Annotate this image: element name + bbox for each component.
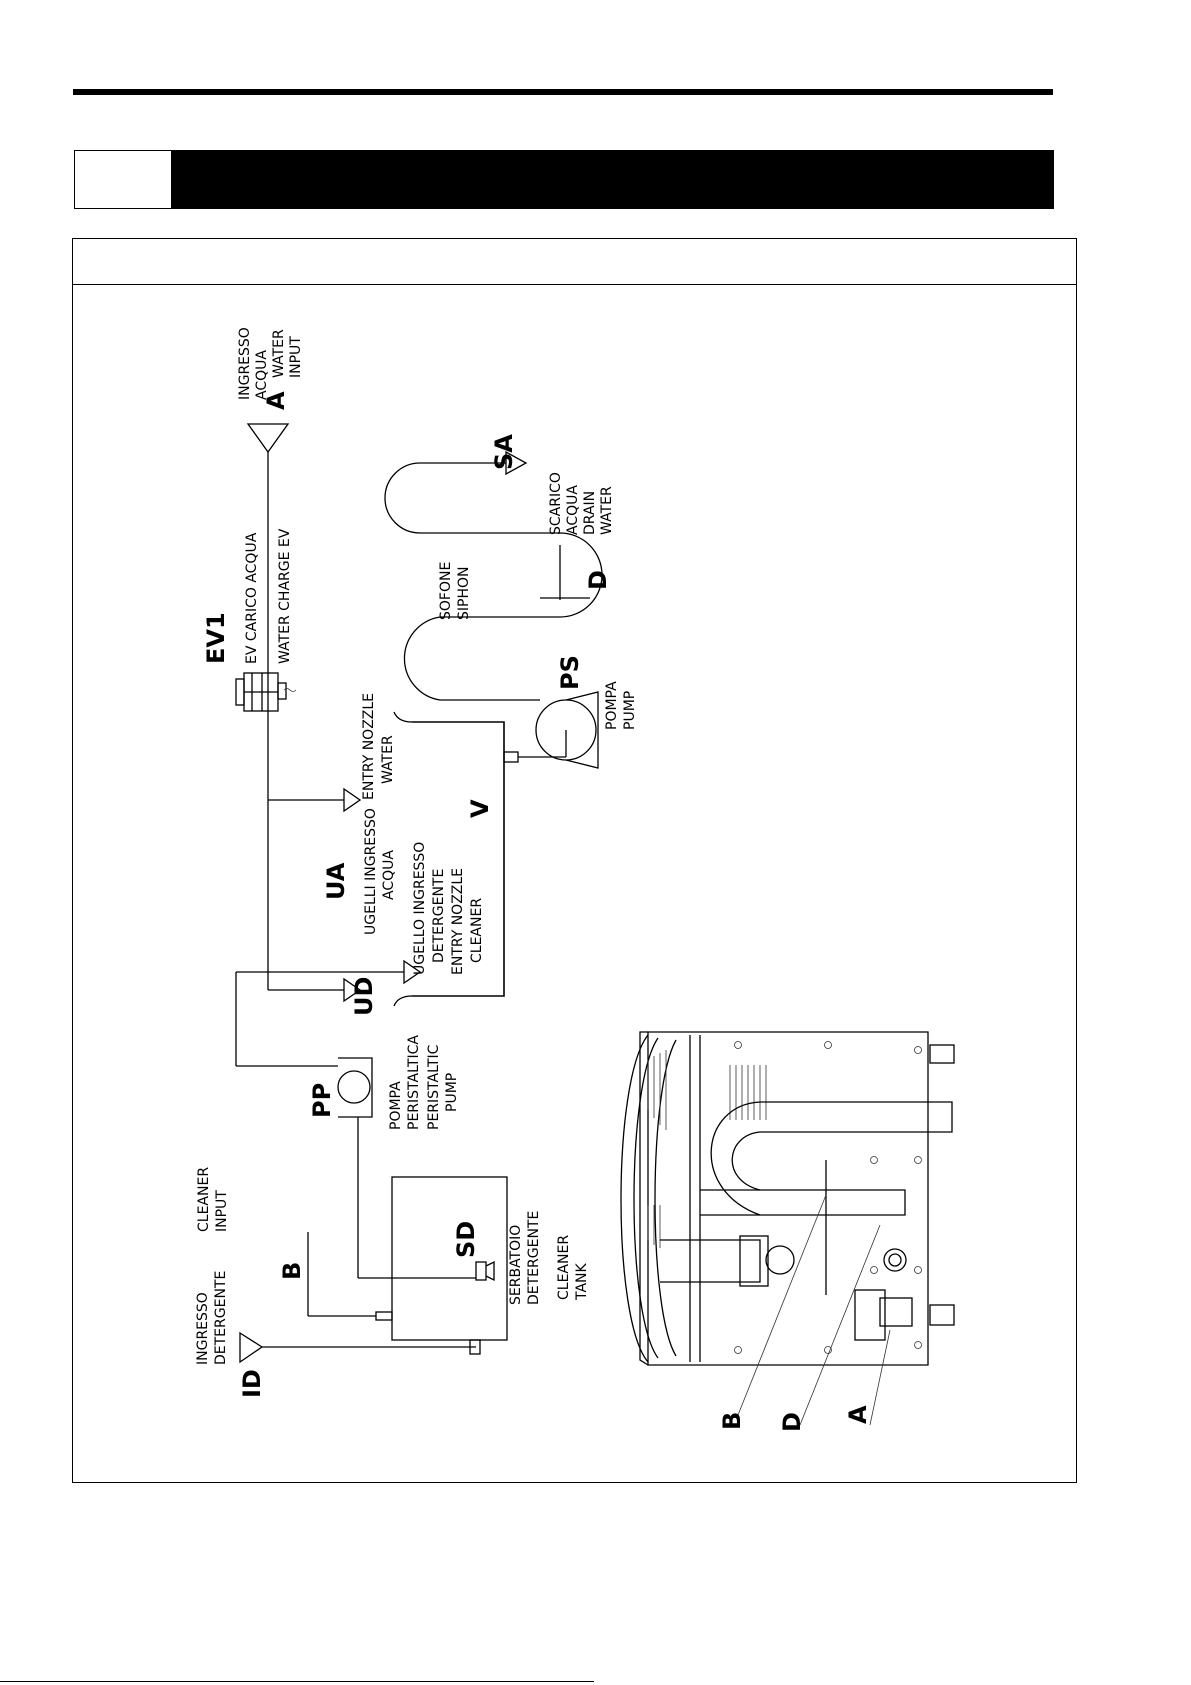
label-a-machine: A (844, 1405, 872, 1424)
siphon-hose (384, 450, 603, 701)
peristaltic-line-1: POMPA (388, 1081, 404, 1130)
pump-line-1: POMPA (604, 681, 620, 730)
top-rule (73, 89, 1053, 95)
siphon-label: SOFONE SIPHON (438, 557, 472, 620)
section-header-bar (74, 150, 1054, 209)
serbatoio-line-4: TANK (574, 1262, 590, 1301)
bottom-rule (0, 1681, 594, 1682)
entry-nozzle-water-label: ENTRY NOZZLE WATER (361, 689, 396, 800)
label-a: A (262, 391, 290, 410)
water-charge-label: WATER CHARGE EV (277, 528, 293, 664)
ugello-detergente-label: UGELLO INGRESSO DETERGENTE ENTRY NOZZLE … (412, 837, 485, 975)
cleaner-input-line-1: CLEANER (196, 1167, 212, 1232)
label-d-schematic: D (584, 570, 612, 590)
label-sd: SD (452, 1221, 480, 1258)
svg-text:UGELLI INGRESSO ACQUA: UGELLI INGRESSO ACQUA (363, 804, 397, 935)
svg-text:SERBATOIO DETERGENTE: SERBATOIO DETERGENTE CLEANER TANK (508, 1206, 590, 1305)
label-id: ID (238, 1369, 266, 1398)
water-input-line-1: INGRESSO (237, 327, 253, 400)
ingresso-det-line-2: DETERGENTE (213, 1271, 229, 1365)
detergent-line (235, 959, 422, 1067)
cleaner-input-line (307, 1232, 376, 1317)
cleaner-tank (358, 1176, 508, 1355)
ingresso-detergente-label: INGRESSO DETERGENTE (195, 1271, 229, 1365)
section-title-band (171, 151, 1053, 208)
ev-carico-label: EV CARICO ACQUA (244, 532, 260, 664)
ugello-line-1: UGELLO INGRESSO (412, 842, 428, 975)
entry-nozzle-water-line-1: ENTRY NOZZLE (361, 693, 377, 800)
label-ps: PS (556, 655, 584, 690)
siphon-line-1: SOFONE (438, 562, 454, 620)
ingresso-det-line-1: INGRESSO (195, 1292, 211, 1365)
peristaltic-line-2: PERISTALTICA (406, 1035, 422, 1130)
peristaltic-label: POMPA PERISTALTICA PERISTALTIC PUMP (388, 1031, 460, 1130)
peristaltic-line-4: PUMP (444, 1073, 460, 1112)
serbatoio-line-1: SERBATOIO (508, 1225, 524, 1305)
serbatoio-label: SERBATOIO DETERGENTE CLEANER TANK (508, 1206, 590, 1305)
svg-text:SOFONE SIPHON: SOFONE SIPHON (438, 557, 472, 620)
serbatoio-line-2: DETERGENTE (526, 1211, 542, 1305)
cleaner-input-line-2: INPUT (214, 1190, 230, 1232)
ugelli-line-1: UGELLI INGRESSO (363, 808, 379, 935)
drain-line-2: ACQUA (565, 485, 581, 535)
section-number-box (75, 151, 171, 208)
water-charge-valve (235, 672, 297, 712)
svg-text:POMPA PERISTALTICA: POMPA PERISTALTICA PERISTALTIC PUMP (388, 1031, 460, 1130)
cleaner-input-label: CLEANER INPUT (196, 1163, 230, 1233)
drain-label: SCARICO ACQUA DRAIN WATER (548, 468, 615, 535)
drain-pump (518, 691, 599, 769)
svg-text:INGRESSO ACQUA WAT: INGRESSO ACQUA WATER INPUT (237, 323, 304, 400)
label-sa: SA (490, 434, 518, 470)
label-pp: PP (308, 1083, 336, 1118)
svg-text:UGELLO INGRESSO DETERGEN: UGELLO INGRESSO DETERGENTE ENTRY NOZZLE … (412, 837, 485, 975)
svg-text:SCARICO ACQUA DRAI: SCARICO ACQUA DRAIN WATER (548, 468, 615, 535)
label-ev1: EV1 (202, 612, 230, 664)
figure-caption-row (73, 239, 1076, 285)
machine-rear-view (620, 1031, 955, 1426)
water-input-line-4: INPUT (288, 336, 304, 378)
serbatoio-line-3: CLEANER (556, 1235, 572, 1300)
label-ud: UD (350, 977, 378, 1016)
svg-text:POMPA PUMP: POMPA PUMP (604, 677, 638, 730)
svg-text:ENTRY NOZZLE WATER: ENTRY NOZZLE WATER (361, 689, 396, 800)
label-ua: UA (322, 862, 350, 900)
pump-label: POMPA PUMP (604, 677, 638, 730)
svg-text:CLEANER INPUT: CLEANER INPUT (196, 1163, 230, 1233)
ugello-line-3: ENTRY NOZZLE (450, 868, 466, 975)
label-b-machine: B (718, 1412, 746, 1430)
ugelli-line-2: ACQUA (381, 850, 397, 900)
water-input-funnel (246, 423, 290, 990)
ugello-line-4: CLEANER (469, 898, 485, 963)
peristaltic-line-3: PERISTALTIC (426, 1044, 442, 1130)
peristaltic-pump (337, 1057, 373, 1278)
pump-line-2: PUMP (622, 691, 638, 730)
drain-line-3: DRAIN (582, 491, 598, 535)
water-input-label: INGRESSO ACQUA WATER INPUT (237, 323, 304, 400)
label-v: V (466, 799, 494, 818)
drain-line-4: WATER (599, 486, 615, 535)
svg-text:INGRESSO DETERGENTE: INGRESSO DETERGENTE (195, 1271, 229, 1365)
label-b-schematic: B (278, 1262, 306, 1280)
water-branches (268, 787, 362, 1003)
entry-nozzle-water-line-2: WATER (380, 735, 396, 784)
siphon-line-2: SIPHON (456, 567, 472, 620)
ugelli-label: UGELLI INGRESSO ACQUA (363, 804, 397, 935)
label-d-machine: D (778, 1412, 806, 1432)
water-input-line-3: WATER (271, 329, 287, 378)
water-input-line-2: ACQUA (254, 350, 270, 400)
ugello-line-2: DETERGENTE (431, 869, 447, 963)
figure-frame (72, 238, 1077, 1483)
drain-line-1: SCARICO (548, 472, 564, 535)
detergent-input-funnel (239, 1331, 476, 1364)
